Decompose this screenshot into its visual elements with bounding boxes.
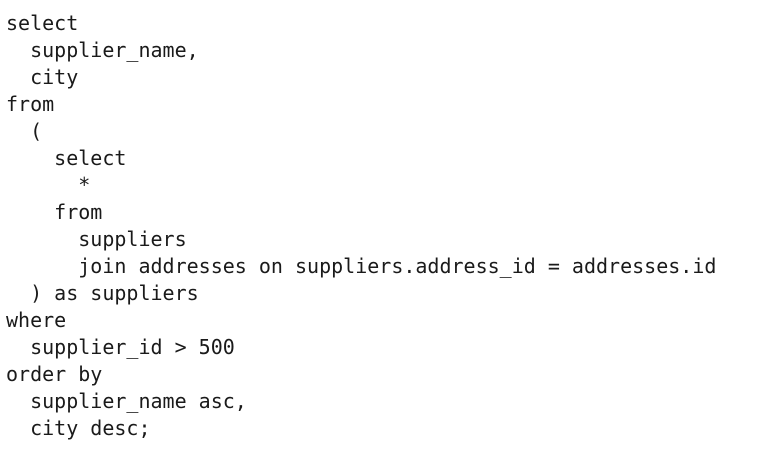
code-line-order-by: order by [6, 362, 103, 386]
code-line-subquery-select: select [6, 146, 127, 170]
code-line-city: city [6, 65, 79, 89]
code-line-supplier-name: supplier_name, [6, 38, 199, 62]
code-line-where: where [6, 308, 67, 332]
code-line-subquery-from: from [6, 200, 103, 224]
code-line-select: select [6, 11, 79, 35]
code-line-suppliers: suppliers [6, 227, 187, 251]
code-line-order-city: city desc; [6, 416, 151, 440]
code-line-close-paren-alias: ) as suppliers [6, 281, 199, 305]
code-line-order-supplier-name: supplier_name asc, [6, 389, 247, 413]
code-line-join: join addresses on suppliers.address_id =… [6, 254, 717, 278]
code-line-star: * [6, 173, 91, 197]
code-line-condition: supplier_id > 500 [6, 335, 235, 359]
code-line-open-paren: ( [6, 119, 43, 143]
code-line-from: from [6, 92, 55, 116]
